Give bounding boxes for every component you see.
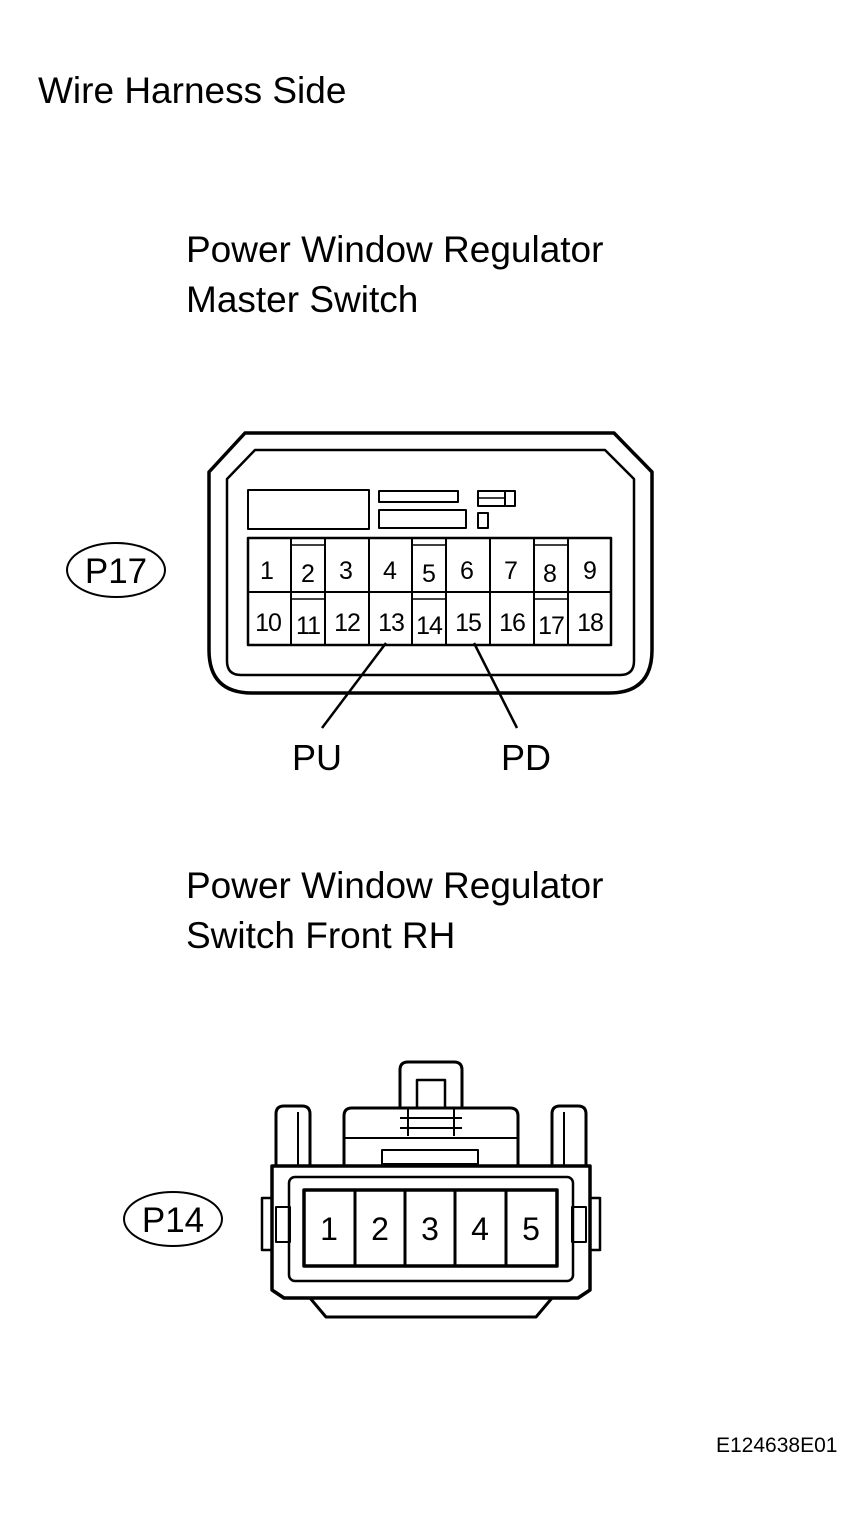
master-terminal-number: 17: [538, 612, 564, 640]
master-terminal-number: 3: [339, 557, 353, 585]
master-switch-connector: [207, 431, 654, 729]
master-terminal-number: 8: [543, 560, 557, 588]
master-terminal-number: 16: [499, 609, 525, 637]
master-connector-inner-shell: [225, 448, 636, 677]
pd-callout-label: PD: [501, 737, 551, 778]
p14-latch: [398, 1060, 464, 1108]
p14-right-clip: [590, 1196, 602, 1252]
p14-upper-housing: [342, 1106, 520, 1166]
master-keying-slot-a: [378, 490, 459, 503]
master-terminal-number: 11: [296, 612, 320, 640]
pu-callout-label: PU: [292, 737, 342, 778]
front-rh-switch-connector: [260, 1060, 602, 1319]
master-terminal-number: 5: [422, 560, 436, 588]
page-title: Wire Harness Side: [38, 70, 347, 111]
p14-left-clip-tab: [275, 1206, 291, 1243]
p14-latch-lines: [400, 1108, 462, 1136]
master-terminal-number: 13: [378, 609, 404, 637]
p14-main-body: [270, 1164, 592, 1300]
master-terminal-number: 9: [583, 557, 597, 585]
p14-connector-id: P14: [142, 1201, 204, 1240]
p14-label-ellipse: [123, 1191, 223, 1247]
p14-left-clip: [260, 1196, 272, 1252]
front-rh-switch-title-line2: Switch Front RH: [186, 915, 456, 956]
master-terminal-number: 12: [334, 609, 360, 637]
master-terminal-number: 4: [383, 557, 397, 585]
p14-right-clip-tab: [571, 1206, 587, 1243]
p14-terminal-number: 2: [371, 1211, 389, 1247]
p14-latch-window: [415, 1078, 447, 1110]
master-notch: [291, 544, 325, 600]
master-switch-title-line1: Power Window Regulator: [186, 229, 604, 270]
master-terminal-number: 18: [577, 609, 603, 637]
pd-leader-line: [472, 642, 519, 729]
master-terminal-number: 1: [260, 557, 274, 585]
master-switch-title-line2: Master Switch: [186, 279, 419, 320]
master-terminal-number: 10: [255, 609, 281, 637]
p14-terminal-number: 1: [320, 1211, 338, 1247]
p17-label-ellipse: [66, 542, 166, 598]
front-rh-switch-title-line1: Power Window Regulator: [186, 865, 604, 906]
master-keying-tab-b: [477, 512, 489, 529]
pu-leader-line: [321, 642, 387, 729]
p14-terminal-number: 3: [421, 1211, 439, 1247]
master-terminal-number: 7: [504, 557, 518, 585]
p14-left-rib: [274, 1104, 312, 1166]
master-connector-outer-shell: [207, 431, 654, 695]
master-terminal-number: 14: [416, 612, 443, 640]
master-keying-slot-large: [247, 489, 370, 530]
p14-terminal-block: [302, 1188, 559, 1268]
master-terminal-number: 2: [301, 560, 315, 588]
p14-terminal-number: 5: [522, 1211, 540, 1247]
p14-bottom-flange: [308, 1297, 554, 1319]
p14-terminal-number: 4: [471, 1211, 489, 1247]
figure-code: E124638E01: [716, 1434, 838, 1457]
p14-guide-slot: [381, 1149, 479, 1165]
p14-right-rib: [550, 1104, 588, 1166]
master-notch: [412, 544, 446, 600]
master-notch: [534, 544, 568, 600]
master-keying-slot-b: [378, 509, 467, 529]
master-terminal-number: 6: [460, 557, 474, 585]
p17-connector-id: P17: [85, 552, 147, 591]
master-terminal-number: 15: [455, 609, 481, 637]
